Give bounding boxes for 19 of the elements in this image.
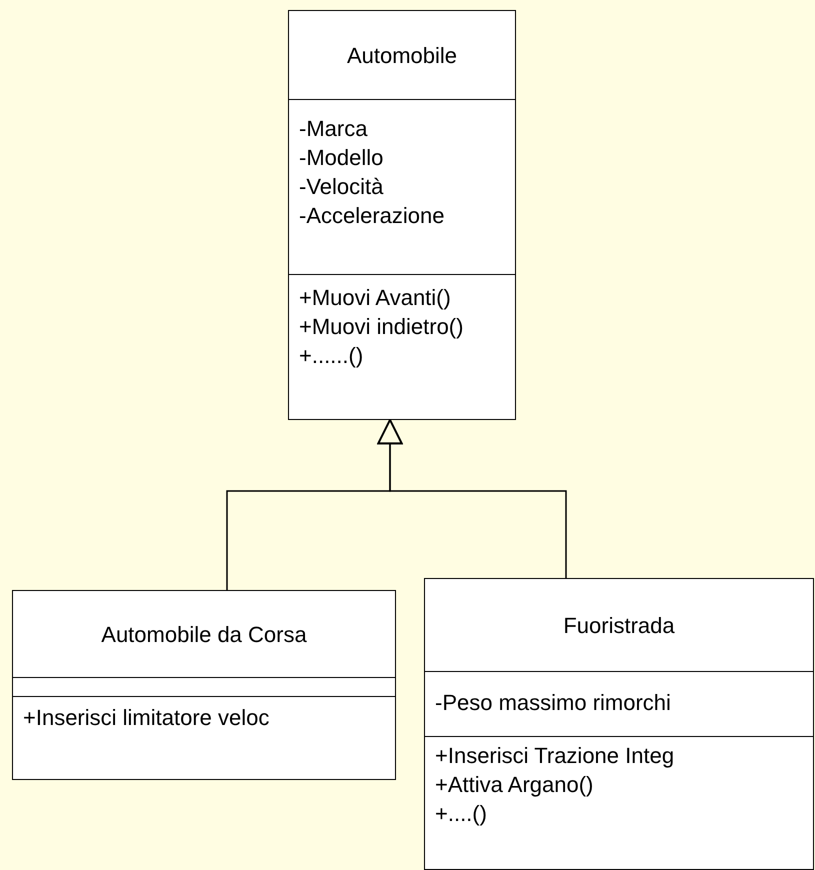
method: +......() [299,342,364,370]
generalization-arrow [377,419,567,578]
attribute: -Marca [299,115,368,143]
method: +Muovi indietro() [299,313,464,341]
attribute: -Velocità [299,173,384,201]
class-box [288,10,516,420]
method: +....() [435,800,487,828]
attribute: -Modello [299,144,384,172]
method: +Inserisci Trazione Integ [435,742,674,770]
method: +Muovi Avanti() [299,284,451,312]
class-box [12,590,396,780]
class-name: Automobile [346,42,458,70]
method: +Attiva Argano() [435,771,594,799]
attribute: -Peso massimo rimorchi [435,689,671,717]
method: +Inserisci limitatore veloc [23,704,270,732]
class-name: Fuoristrada [563,612,675,640]
class-box [424,578,814,870]
attribute: -Accelerazione [299,202,445,230]
class-name: Automobile da Corsa [101,620,307,648]
